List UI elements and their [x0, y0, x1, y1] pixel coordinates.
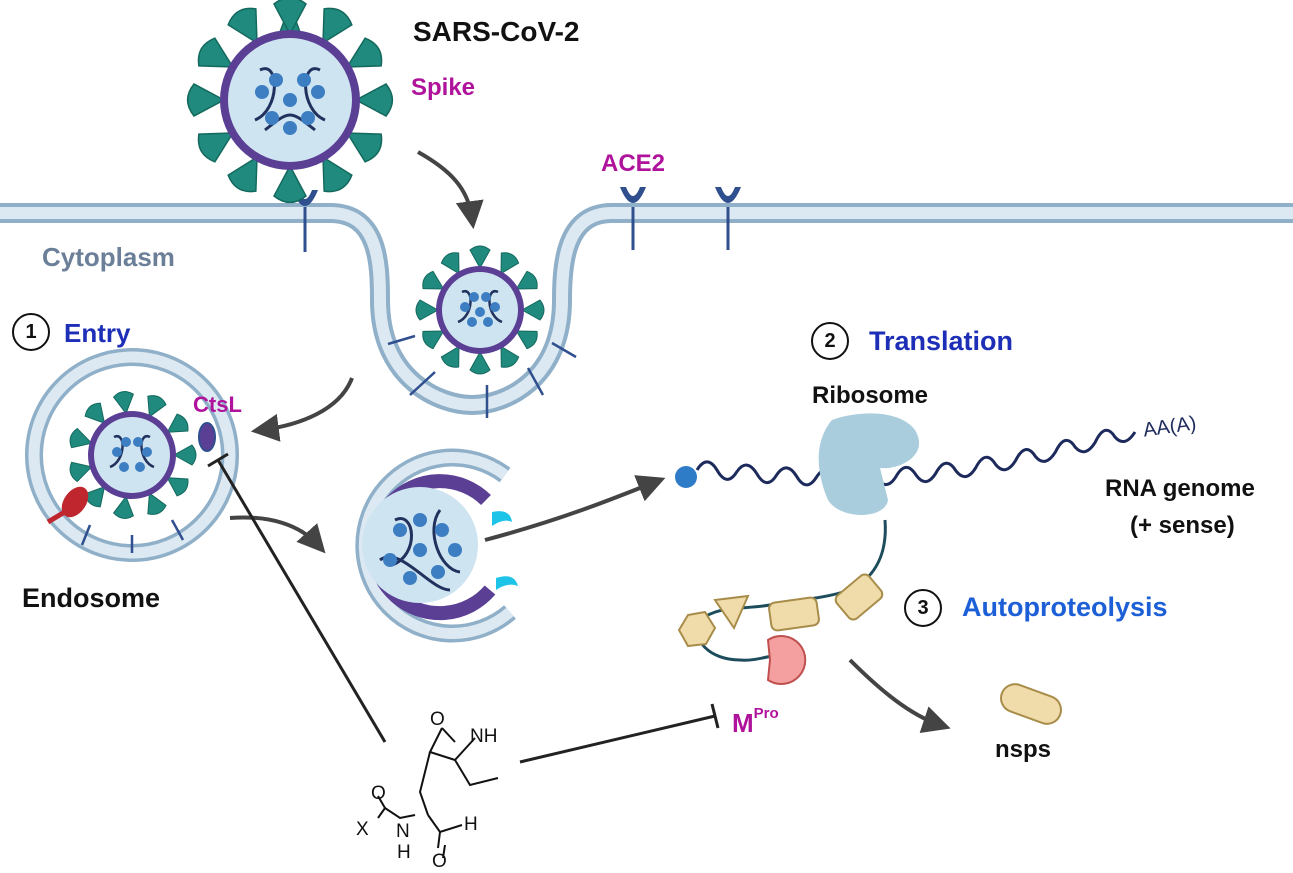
spike-protein	[84, 402, 106, 425]
spike-protein	[322, 7, 353, 45]
spike-protein	[440, 345, 460, 368]
inhibition-line-ctsl	[216, 459, 387, 743]
ctsl-label: CtsL	[193, 392, 242, 417]
spike-label: Spike	[411, 74, 476, 101]
spike-protein	[322, 155, 353, 193]
spike-protein	[415, 299, 440, 321]
step-2-label: Translation	[869, 326, 1014, 356]
cathepsin-cleavage-icon	[46, 486, 89, 525]
spike-protein	[166, 413, 189, 433]
spike-protein	[186, 83, 226, 117]
spike-protein	[227, 155, 258, 193]
spike-protein	[112, 391, 134, 415]
spike-protein	[500, 345, 520, 368]
mpro-label: MPro	[732, 706, 779, 738]
spike-protein	[172, 444, 197, 466]
step-3-badge: 3	[904, 589, 942, 627]
step-3-label: Autoproteolysis	[962, 592, 1168, 622]
nsps-label: nsps	[995, 736, 1052, 763]
endosome-label: Endosome	[22, 583, 161, 613]
mpro-enzyme	[766, 635, 807, 685]
atom-nh-ring: NH	[470, 726, 498, 747]
spike-protein	[469, 350, 491, 375]
spike-protein	[500, 252, 520, 275]
spike-protein	[469, 245, 491, 270]
spike-protein	[69, 427, 93, 449]
ace2-receptor	[620, 187, 646, 250]
ace2-receptor	[715, 187, 741, 250]
mpro-superscript: Pro	[753, 705, 779, 723]
cathepsin-l-enzyme	[198, 422, 216, 452]
atom-o-carbonyl: O	[371, 783, 386, 804]
step-2-badge: 2	[811, 322, 849, 360]
atom-h-aldehyde: H	[464, 814, 478, 835]
spike-protein	[273, 0, 307, 36]
ace2-label: ACE2	[601, 150, 666, 177]
atom-n-amide: N	[396, 821, 410, 842]
virus-particle	[186, 0, 394, 204]
mpro-main-text: M	[732, 708, 754, 738]
spike-protein	[422, 330, 445, 350]
cytoplasm-label: Cytoplasm	[42, 242, 175, 272]
ribosome-label: Ribosome	[812, 382, 929, 409]
inhibitor-molecule	[377, 727, 499, 859]
atom-o-lactam: O	[430, 709, 445, 730]
spike-protein	[112, 495, 134, 519]
endosome-vesicle	[25, 348, 239, 562]
rna-genome-label: RNA genome	[1105, 475, 1255, 502]
spike-protein	[354, 83, 394, 117]
spike-protein	[422, 270, 445, 290]
rna-genome-strand	[695, 428, 1137, 488]
uncoating-virus	[355, 448, 518, 643]
virus-name-label: SARS-CoV-2	[413, 16, 580, 47]
atom-o-aldehyde: O	[432, 851, 447, 872]
spike-protein	[515, 270, 538, 290]
spike-protein	[166, 477, 189, 497]
spike-protein	[273, 164, 307, 204]
rna-sense-label: (+ sense)	[1130, 512, 1235, 539]
spike-protein	[515, 330, 538, 350]
atom-h-amide: H	[397, 842, 411, 863]
inhibition-line-mpro	[519, 714, 716, 764]
spike-protein	[197, 132, 235, 163]
ace2-receptor	[387, 334, 577, 418]
spike-protein	[520, 299, 545, 321]
spike-protein	[147, 492, 167, 515]
ribosome	[818, 413, 920, 515]
step-1-badge: 1	[12, 313, 50, 351]
spike-protein	[440, 252, 460, 275]
nsps-protein	[1000, 683, 1062, 725]
rna-5prime-cap	[675, 466, 697, 488]
spike-protein	[147, 395, 167, 418]
spike-protein	[345, 132, 383, 163]
step-1-label: Entry	[64, 318, 131, 348]
spike-protein	[227, 7, 258, 45]
virus-particle	[415, 245, 545, 375]
spike-protein	[345, 37, 383, 68]
spike-protein	[69, 461, 93, 483]
polyprotein-domains	[677, 573, 884, 648]
atom-x: X	[356, 819, 369, 840]
spike-protein	[197, 37, 235, 68]
